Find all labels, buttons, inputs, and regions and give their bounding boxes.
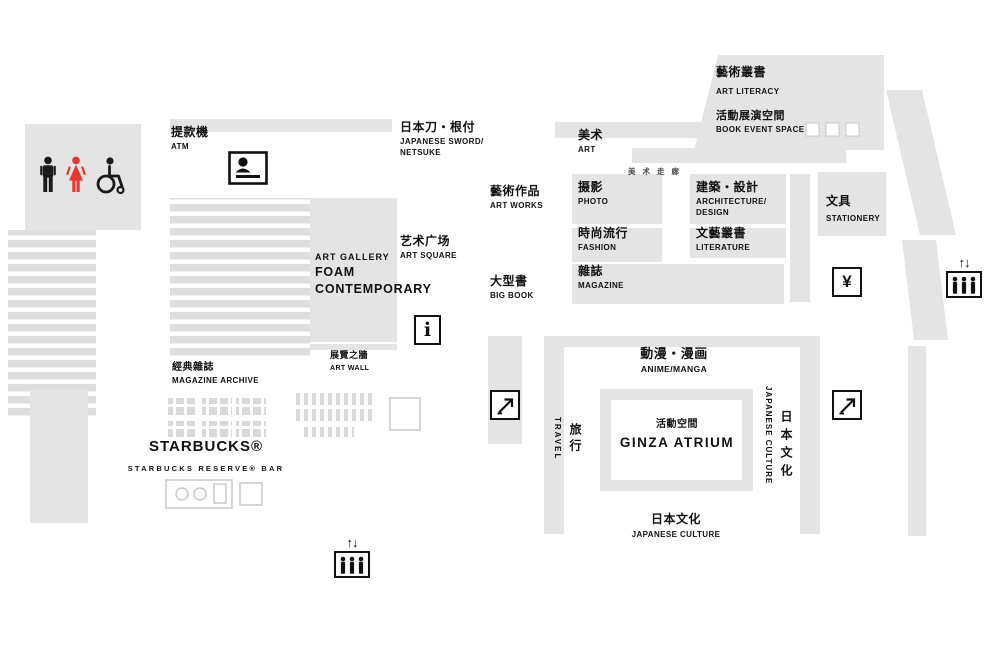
label-fashion: 時尚流行 FASHION bbox=[578, 226, 629, 254]
label-art-works: 藝術作品 ART WORKS bbox=[490, 184, 543, 212]
label-photo: 摄影 PHOTO bbox=[578, 180, 609, 208]
elevator-arrows-icon: ↑↓ bbox=[346, 535, 359, 550]
label-en: ART SQUARE bbox=[400, 251, 457, 261]
label-en: ART bbox=[578, 145, 596, 155]
label-zh: 建築・設計 bbox=[696, 180, 759, 194]
label-en: LITERATURE bbox=[696, 243, 751, 253]
label-zh: 艺术广场 bbox=[400, 234, 451, 248]
shelving-center bbox=[170, 198, 310, 358]
label-en: FASHION bbox=[578, 243, 617, 253]
label-zh: 活動空間 bbox=[655, 419, 698, 430]
label-big-book: 大型書 BIG BOOK bbox=[490, 274, 534, 302]
label-en: PHOTO bbox=[578, 197, 609, 207]
label-architecture: 建築・設計 ARCHITECTURE/ DESIGN bbox=[696, 180, 767, 218]
label-art-wall: 展覽之牆 ART WALL bbox=[330, 350, 370, 373]
label-art-literacy: 藝術叢書 ART LITERACY bbox=[716, 65, 780, 98]
label-en: BOOK EVENT SPACE bbox=[716, 125, 805, 135]
starbucks-subtitle: STARBUCKS RESERVE® BAR bbox=[127, 464, 285, 473]
label-travel: TRAVEL 旅行 bbox=[553, 417, 584, 460]
label-japanese-culture-bottom: 日本文化 JAPANESE CULTURE bbox=[631, 512, 721, 541]
label-en: JAPANESE CULTURE bbox=[764, 386, 773, 485]
label-line: CONTEMPORARY bbox=[315, 282, 432, 297]
label-zh: 經典雜誌 bbox=[172, 362, 214, 373]
label-art-square: 艺术广场 ART SQUARE bbox=[400, 234, 457, 262]
label-japanese-culture-side: JAPANESE CULTURE 日本文化 bbox=[764, 386, 795, 484]
cafe-furniture bbox=[165, 393, 421, 509]
photo-booth-icon bbox=[228, 151, 268, 190]
label-zh: 活動展演空間 bbox=[716, 110, 785, 122]
label-zh: 美术 bbox=[578, 128, 604, 142]
label-ginza-atrium: 活動空間 GINZA ATRIUM bbox=[620, 419, 734, 452]
label-magazine: 雜誌 MAGAZINE bbox=[578, 264, 624, 292]
label-foam-gallery: ART GALLERY FOAM CONTEMPORARY bbox=[315, 252, 432, 298]
label-zh: 文具 bbox=[826, 194, 852, 208]
label-zh: 旅行 bbox=[568, 423, 582, 455]
elevator-icon: ↑↓ bbox=[944, 256, 984, 298]
restroom-icon bbox=[38, 156, 126, 196]
label-zh: 文藝叢書 bbox=[696, 226, 747, 240]
elevator-arrows-icon: ↑↓ bbox=[958, 255, 971, 270]
label-en: MAGAZINE bbox=[578, 281, 624, 291]
label-zh: 摄影 bbox=[578, 180, 604, 194]
starbucks-wordmark: STARBUCKS® bbox=[148, 438, 264, 455]
label-zh: 日本文化 bbox=[779, 410, 793, 482]
label-zh: 時尚流行 bbox=[578, 226, 629, 240]
architecture-area bbox=[690, 174, 786, 224]
label-line: FOAM bbox=[315, 264, 355, 279]
label-en: ART WORKS bbox=[490, 201, 543, 211]
label-line: ART GALLERY bbox=[315, 252, 390, 262]
label-zh: 雜誌 bbox=[578, 264, 604, 278]
foam-gallery-area bbox=[310, 198, 397, 342]
label-zh: 動漫・漫画 bbox=[640, 346, 708, 361]
man-icon bbox=[40, 156, 56, 192]
label-zh: 展覽之牆 bbox=[330, 350, 369, 360]
escalator-icon bbox=[490, 390, 520, 420]
label-en: ARCHITECTURE/ DESIGN bbox=[696, 197, 767, 217]
label-japanese-sword: 日本刀・根付 JAPANESE SWORD/ NETSUKE bbox=[400, 120, 484, 158]
label-zh: 大型書 bbox=[490, 274, 528, 288]
label-zh: 提款機 bbox=[171, 125, 209, 139]
label-en: JAPANESE CULTURE bbox=[631, 530, 721, 540]
label-art: 美术 ART bbox=[578, 128, 604, 156]
woman-icon bbox=[66, 156, 86, 192]
label-en: STATIONERY bbox=[826, 214, 881, 224]
label-zh: 日本文化 bbox=[650, 512, 701, 526]
label-en: ART LITERACY bbox=[716, 87, 780, 97]
label-stationery: 文具 STATIONERY bbox=[826, 194, 881, 225]
label-atm: 提款機 ATM bbox=[171, 125, 209, 153]
literature-area bbox=[690, 228, 786, 258]
elevator-icon: ↑↓ bbox=[332, 536, 372, 578]
fashion-area bbox=[572, 228, 662, 262]
label-zh: 藝術作品 bbox=[490, 184, 541, 198]
label-en: GINZA ATRIUM bbox=[619, 435, 735, 450]
label-en: TRAVEL bbox=[553, 417, 562, 461]
label-en: BIG BOOK bbox=[490, 291, 534, 301]
escalator-icon bbox=[832, 390, 862, 420]
photo-area bbox=[572, 174, 662, 224]
label-art-corridor: 美术走廊 bbox=[628, 167, 686, 176]
label-magazine-archive: 經典雜誌 MAGAZINE ARCHIVE bbox=[172, 362, 259, 386]
magazine-area bbox=[572, 264, 784, 304]
label-en: ART WALL bbox=[330, 364, 370, 372]
label-en: JAPANESE SWORD/ NETSUKE bbox=[400, 137, 484, 157]
information-icon: i bbox=[414, 315, 441, 345]
shelving-left bbox=[8, 230, 96, 420]
wheelchair-icon bbox=[96, 157, 125, 195]
currency-exchange-icon: ¥ bbox=[832, 267, 862, 297]
label-zh: 藝術叢書 bbox=[716, 65, 767, 79]
label-literature: 文藝叢書 LITERATURE bbox=[696, 226, 751, 254]
label-zh: 日本刀・根付 bbox=[400, 120, 476, 134]
label-en: ANIME/MANGA bbox=[640, 364, 708, 375]
label-anime-manga: 動漫・漫画 ANIME/MANGA bbox=[640, 346, 708, 375]
art-wall-area bbox=[310, 344, 397, 350]
label-en: MAGAZINE ARCHIVE bbox=[172, 376, 259, 385]
label-book-event-space: 活動展演空間 BOOK EVENT SPACE bbox=[716, 110, 805, 135]
stationery-area bbox=[818, 172, 886, 236]
label-en: ATM bbox=[171, 142, 189, 152]
label-starbucks: STARBUCKS® STARBUCKS RESERVE® BAR bbox=[128, 438, 285, 473]
